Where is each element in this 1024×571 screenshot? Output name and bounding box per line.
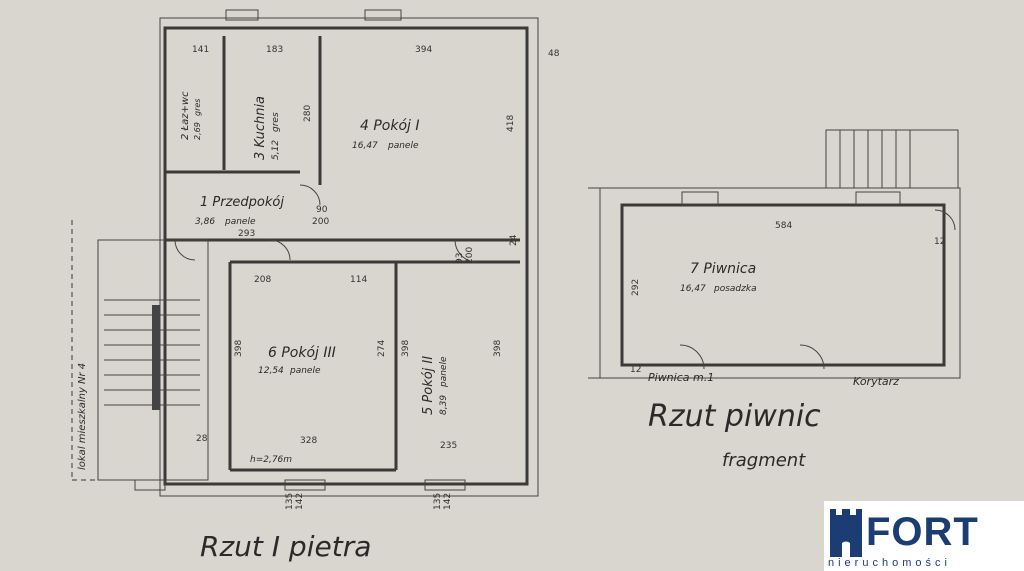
dimension: 90 <box>316 205 328 215</box>
dimension: 418 <box>506 115 516 132</box>
door-swing <box>679 344 705 370</box>
dimension: 135 <box>285 493 295 510</box>
basement-stair-treads <box>839 130 911 188</box>
door-swing <box>799 344 825 370</box>
outer-wall-line <box>159 17 539 497</box>
dimension: 12 <box>934 237 945 247</box>
room-label-hall: 1 Przedpokój 3,86 panele <box>195 195 284 227</box>
room-name: 4 Pokój I <box>360 118 420 134</box>
first-floor-plan <box>71 9 539 497</box>
room-area: 8,39 <box>439 395 449 415</box>
stair-label: lokal mieszkalny Nr 4 <box>77 363 88 470</box>
room-name: 5 Pokój II <box>421 356 436 415</box>
dimension: 48 <box>548 49 560 59</box>
room-area: 5,12 <box>271 140 281 160</box>
door-swing <box>454 239 478 263</box>
room-finish: panele <box>387 141 419 151</box>
dimension: 142 <box>443 493 453 510</box>
basement-stairs <box>825 129 959 189</box>
dimension: 280 <box>303 105 313 122</box>
room-area: 16,47 <box>352 141 378 151</box>
brand-logo: FORT nieruchomości <box>824 501 1024 571</box>
room-finish: panele <box>224 217 256 227</box>
window <box>424 479 466 491</box>
room-name: 2 Łaz+wc <box>180 91 191 140</box>
dimensions-first-floor: 394 183 141 418 280 293 208 114 398 274 … <box>192 45 560 510</box>
room-label-kitchen: 3 Kuchnia 5,12 gres <box>253 96 281 160</box>
brand-subtitle: nieruchomości <box>828 557 951 569</box>
dimension: 235 <box>440 441 457 451</box>
room-label-room1: 4 Pokój I 16,47 panele <box>352 118 420 151</box>
room-label-room3: 6 Pokój III 12,54 panele <box>258 345 336 376</box>
room-area: 3,86 <box>195 217 215 227</box>
dimension: 398 <box>401 340 411 357</box>
dimension: 398 <box>234 340 244 357</box>
basement-window <box>681 191 719 205</box>
basement-subtitle: fragment <box>722 450 806 471</box>
window <box>225 9 259 21</box>
dimension: 28 <box>196 434 208 444</box>
dimension: 398 <box>493 340 503 357</box>
dimension: 200 <box>312 217 329 227</box>
room-finish: panele <box>439 356 449 388</box>
door-swing <box>299 184 321 206</box>
brand-name: FORT <box>866 510 979 554</box>
basement-right-label: Korytarz <box>853 375 899 388</box>
room-finish: gres <box>193 99 202 116</box>
dimension: 293 <box>238 229 255 239</box>
dimension: 183 <box>266 45 283 55</box>
tower-icon <box>830 509 862 557</box>
dimension: 394 <box>415 45 432 55</box>
dimension: 135 <box>433 493 443 510</box>
basement-outer-line <box>599 187 961 379</box>
room-finish: posadzka <box>713 284 757 294</box>
basement-outer-wall <box>620 203 946 367</box>
dimension: 292 <box>631 279 641 296</box>
dimension: 141 <box>192 45 209 55</box>
door-swing <box>174 239 196 261</box>
room-name: 6 Pokój III <box>268 345 336 361</box>
dimension: 208 <box>254 275 271 285</box>
room-name: 7 Piwnica <box>690 261 756 277</box>
room-name: 3 Kuchnia <box>253 96 268 160</box>
room-label-room2: 5 Pokój II 8,39 panele <box>421 356 449 415</box>
ceiling-height-note: h=2,76m <box>250 455 292 465</box>
dimension: 93 <box>455 253 465 264</box>
basement-title: Rzut piwnic <box>648 399 821 434</box>
basement-left-label: Piwnica m.1 <box>648 371 714 384</box>
stairs <box>104 299 200 410</box>
dimension: 12 <box>630 365 641 375</box>
outer-wall <box>163 26 529 486</box>
dimension: 24 <box>509 234 519 246</box>
window <box>134 479 166 491</box>
dimensions-basement: 584 292 12 12 <box>630 221 945 375</box>
room-area: 16,47 <box>680 284 706 294</box>
room-finish: gres <box>271 112 281 132</box>
dimension: 328 <box>300 436 317 446</box>
dimension: 142 <box>295 493 305 510</box>
dimension: 274 <box>377 340 387 357</box>
room-area: 12,54 <box>258 366 284 376</box>
room-area: 2,69 <box>193 122 202 140</box>
room-name: 1 Przedpokój <box>200 195 284 210</box>
basement-window <box>855 191 901 205</box>
window <box>364 9 402 21</box>
door-swing <box>934 209 956 231</box>
basement-plan <box>588 129 961 379</box>
dimension: 114 <box>350 275 367 285</box>
dimension: 200 <box>465 247 475 264</box>
dimension: 584 <box>775 221 792 231</box>
room-label-basement: 7 Piwnica 16,47 posadzka <box>680 261 757 294</box>
window <box>284 479 326 491</box>
floor-title: Rzut I pietra <box>200 530 371 563</box>
door-swing <box>269 239 291 261</box>
room-finish: panele <box>289 366 321 376</box>
room-label-bath: 2 Łaz+wc 2,69 gres <box>180 91 202 140</box>
